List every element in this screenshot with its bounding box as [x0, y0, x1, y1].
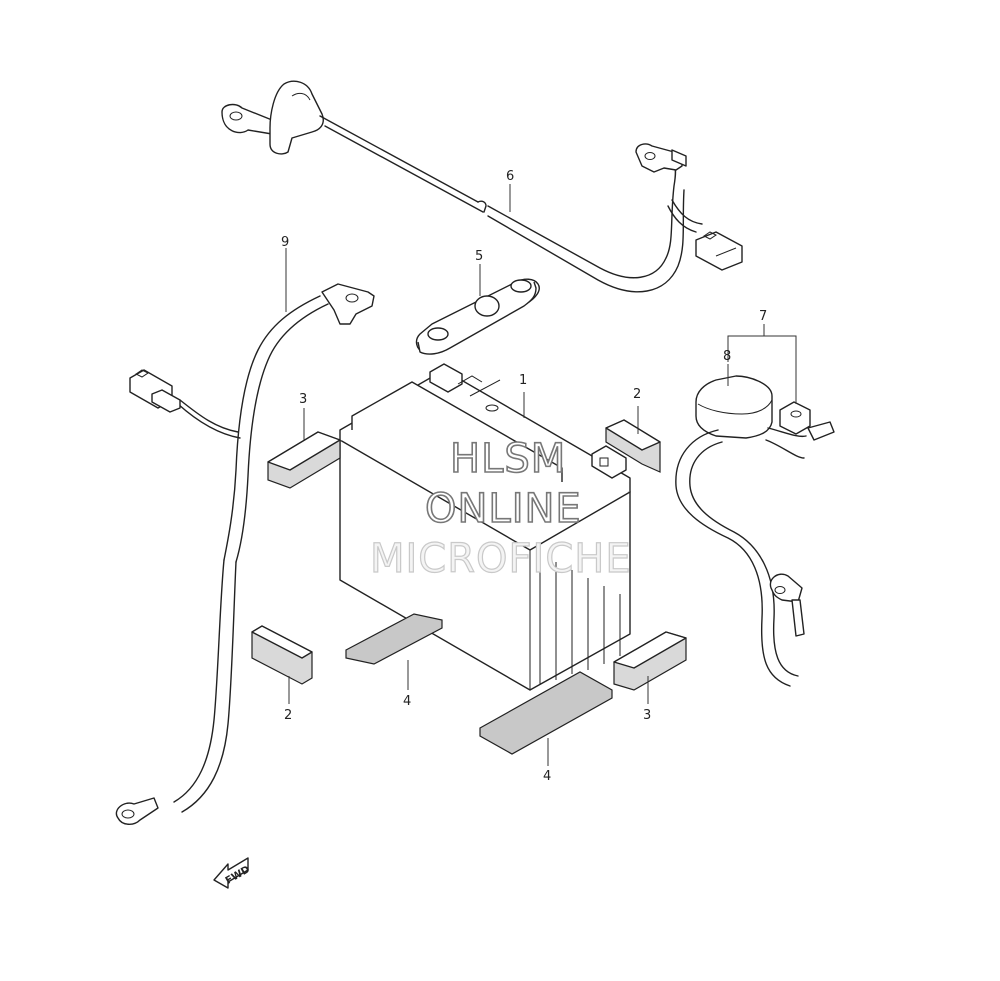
- part-3-pad-left: [267, 431, 341, 489]
- part-4-sheet-lower: [479, 671, 613, 755]
- callout-3-right: 3: [643, 708, 651, 723]
- watermark-line-1: HLSM: [450, 436, 566, 482]
- callout-8: 8: [723, 349, 731, 364]
- callout-6: 6: [506, 169, 514, 184]
- part-9-ground-cable: [115, 283, 375, 825]
- part-6-battery-cable: [221, 80, 743, 293]
- watermark-line-2: ONLINE: [425, 486, 582, 532]
- callouts: 1 2 2 3 3 4 4 5 6 7 8 9: [281, 169, 767, 784]
- part-1-battery: [339, 363, 631, 691]
- callout-2-top: 2: [633, 387, 641, 402]
- part-4-sheet-upper: [345, 613, 443, 665]
- watermark-line-3: MICROFICHE: [370, 536, 632, 582]
- part-2-pad-top: [605, 419, 661, 473]
- part-5-terminal-bracket: [415, 278, 540, 355]
- watermark: HLSM ONLINE MICROFICHE: [369, 435, 632, 582]
- callout-4-lower: 4: [543, 769, 551, 784]
- callout-4-upper: 4: [403, 694, 411, 709]
- part-2-pad-left: [251, 625, 313, 685]
- callout-1: 1: [519, 373, 527, 388]
- part-3-pad-right: [613, 631, 687, 691]
- callout-3-left: 3: [299, 392, 307, 407]
- callout-5: 5: [475, 249, 483, 264]
- part-7-battery-cable: [675, 375, 835, 687]
- fwd-arrow-icon: FWD: [213, 857, 252, 889]
- callout-7: 7: [759, 309, 767, 324]
- leader-lines: [285, 184, 797, 766]
- callout-9: 9: [281, 235, 289, 250]
- callout-2-left: 2: [284, 708, 292, 723]
